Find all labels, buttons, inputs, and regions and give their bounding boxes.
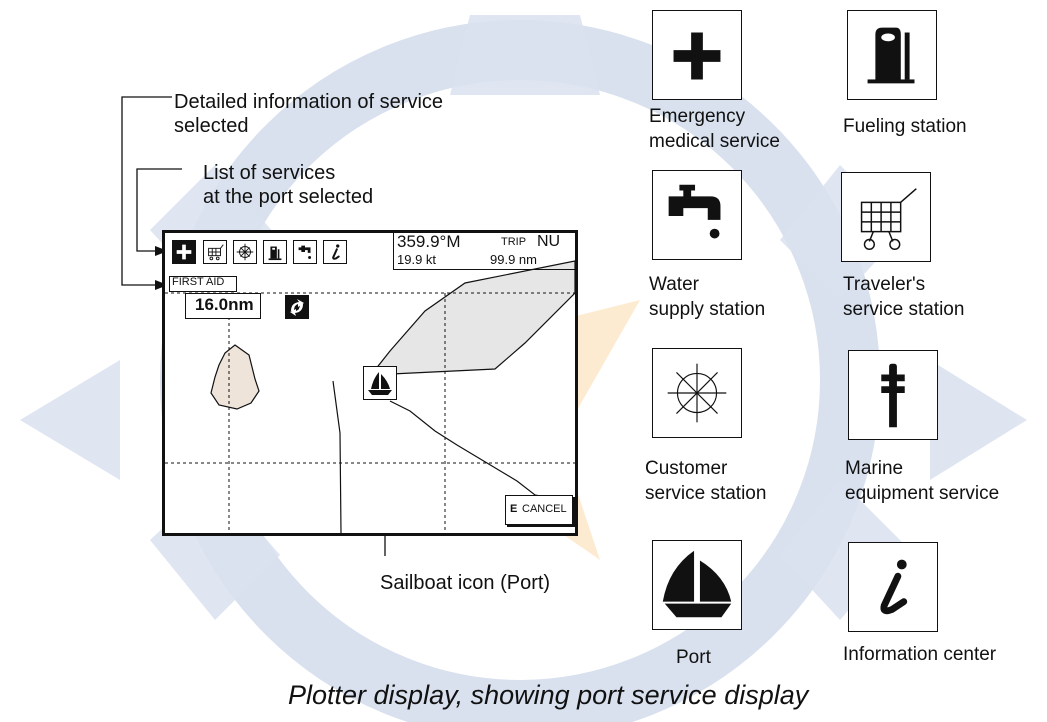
detail-info-callout-line2: selected	[174, 115, 249, 137]
info-icon-large	[880, 559, 908, 615]
fuel-icon	[268, 246, 282, 261]
information-legend-box	[848, 542, 938, 632]
plotter-screen: 359.9°M TRIP NU 19.9 kt 99.9 nm FIRST AI…	[162, 230, 578, 536]
sailboat-callout: Sailboat icon (Port)	[380, 572, 551, 594]
toolbar-customer-button[interactable]	[233, 240, 257, 264]
shopping-cart-icon	[860, 188, 917, 251]
fueling-legend-box	[847, 10, 937, 100]
cart-icon	[208, 244, 224, 261]
header-readout-box	[393, 233, 575, 270]
traveler-label-line1: Traveler's	[843, 274, 926, 295]
customer-label-line2: service station	[645, 483, 767, 504]
heading-value: 359.9°M	[397, 232, 461, 251]
detail-info-callout-line1: Detailed information of service	[174, 91, 444, 113]
toolbar-water-button[interactable]	[293, 240, 317, 264]
information-label: Information center	[843, 644, 997, 665]
water-legend-box	[652, 170, 742, 260]
distance-value: 99.9 nm	[490, 252, 537, 267]
services-list-callout-line2: at the port selected	[203, 186, 374, 208]
fuel-pump-icon	[867, 27, 915, 84]
cancel-label: CANCEL	[522, 503, 567, 515]
traveler-label-line2: service station	[843, 299, 965, 320]
trip-label: TRIP	[501, 236, 527, 248]
range-value: 16.0nm	[195, 295, 254, 314]
detail-info-callout: Detailed information of service selected	[174, 90, 443, 138]
speed-value: 19.9 kt	[397, 252, 437, 267]
customer-label-line1: Customer	[645, 458, 728, 479]
nu-label: NU	[537, 233, 561, 250]
port-legend-box	[652, 540, 742, 630]
toolbar-fuel-button[interactable]	[263, 240, 287, 264]
cancel-button[interactable]: E CANCEL	[505, 495, 573, 525]
compass-rose-icon	[667, 363, 727, 423]
customer-legend-box	[652, 348, 742, 438]
marine-equipment-icon	[881, 363, 905, 428]
first-aid-icon	[176, 244, 192, 260]
sailboat-icon	[368, 372, 392, 395]
marine-label: Marine equipment service	[845, 456, 999, 506]
compass-icon	[236, 243, 254, 261]
first-aid-tab-label: FIRST AID	[172, 276, 225, 288]
port-label: Port	[676, 647, 711, 668]
emergency-legend-box	[652, 10, 742, 100]
water-label-line1: Water	[649, 274, 699, 295]
water-tap-icon	[298, 245, 312, 259]
services-list-callout-line1: List of services	[203, 162, 336, 184]
water-label-line2: supply station	[649, 299, 766, 320]
water-label: Water supply station	[649, 272, 765, 322]
cross-icon	[673, 32, 721, 80]
figure-caption: Plotter display, showing port service di…	[288, 680, 809, 710]
range-box	[185, 293, 261, 319]
emergency-label-line2: medical service	[649, 131, 780, 152]
toolbar-info-button[interactable]	[323, 240, 347, 264]
emergency-label: Emergency medical service	[649, 104, 780, 154]
info-icon	[332, 244, 340, 260]
traveler-label: Traveler's service station	[843, 272, 964, 322]
services-list-callout: List of services at the port selected	[203, 161, 373, 209]
marine-label-line2: equipment service	[845, 483, 1000, 504]
port-marker[interactable]	[363, 366, 397, 400]
sailboat-icon-large	[662, 550, 732, 618]
fueling-label: Fueling station	[843, 116, 967, 137]
toolbar-first-aid-button[interactable]	[172, 240, 196, 264]
north-up-icon	[285, 295, 309, 319]
marine-label-line1: Marine	[845, 458, 904, 479]
toolbar-traveler-button[interactable]	[203, 240, 227, 264]
marine-legend-box	[848, 350, 938, 440]
chart-map	[165, 260, 575, 533]
cancel-key: E	[510, 503, 518, 515]
customer-label: Customer service station	[645, 456, 766, 506]
water-tap-icon-large	[668, 184, 721, 239]
traveler-legend-box	[841, 172, 931, 262]
emergency-label-line1: Emergency	[649, 106, 746, 127]
first-aid-tab	[169, 276, 237, 292]
